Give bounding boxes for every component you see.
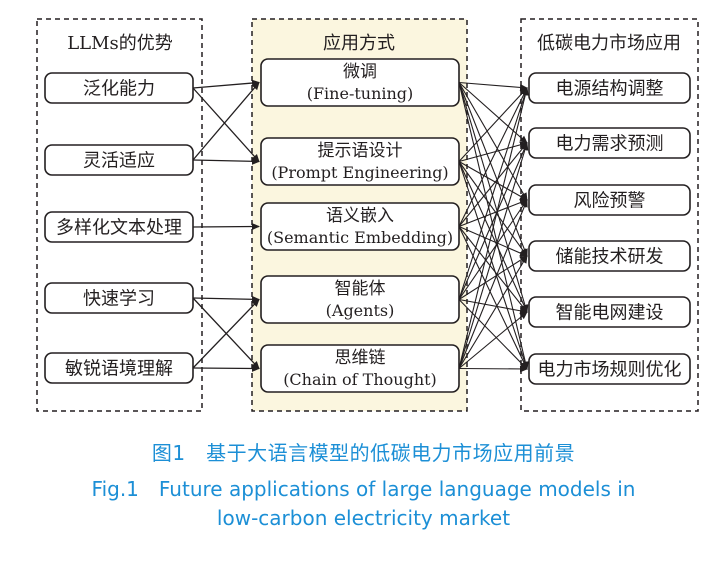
method-application-connector — [458, 142, 529, 369]
method-label-cn: 语义嵌入 — [326, 206, 394, 226]
method-application-connector — [458, 87, 529, 300]
advantage-method-connector — [192, 81, 260, 161]
application-box — [528, 127, 691, 159]
advantage-method-connector — [192, 223, 260, 231]
advantage-box — [44, 282, 194, 314]
method-application-connector — [458, 226, 528, 370]
method-application-connector — [458, 87, 529, 369]
method-application-connector — [458, 161, 528, 257]
method-application-connector — [458, 255, 528, 369]
advantage-box — [44, 211, 194, 243]
application-box — [528, 240, 691, 272]
method-label-en: (Semantic Embedding) — [267, 228, 453, 247]
method-application-connector — [458, 199, 528, 300]
method-application-connector — [458, 226, 528, 313]
method-application-connector — [458, 161, 528, 313]
method-box — [260, 137, 460, 186]
application-label: 电力市场规则优化 — [538, 360, 682, 381]
method-application-connector — [458, 82, 528, 144]
application-label: 智能电网建设 — [556, 303, 664, 324]
advantage-box — [44, 352, 194, 384]
method-application-connector — [458, 141, 528, 163]
application-box — [528, 296, 691, 328]
application-label: 电力需求预测 — [556, 134, 664, 155]
method-application-connector — [458, 225, 528, 257]
method-application-connector — [458, 142, 528, 300]
method-box — [260, 58, 460, 107]
method-application-connector — [458, 82, 528, 201]
application-box — [528, 353, 691, 385]
method-application-connector — [458, 199, 528, 228]
methods-title: 应用方式 — [323, 33, 395, 54]
advantage-method-connector — [192, 298, 260, 369]
figure-caption-en-line1: Fig.1 Future applications of large langu… — [91, 477, 636, 501]
method-application-connector — [458, 298, 528, 315]
advantage-box — [44, 72, 194, 104]
advantage-method-connector — [192, 364, 260, 372]
advantage-label: 多样化文本处理 — [56, 218, 182, 239]
method-label-en: (Agents) — [326, 301, 395, 320]
advantage-label: 泛化能力 — [83, 79, 155, 100]
application-box — [528, 72, 691, 104]
advantages-title: LLMs的优势 — [67, 33, 173, 54]
method-application-connector — [458, 311, 528, 369]
method-box — [260, 202, 460, 251]
advantage-label: 灵活适应 — [83, 151, 155, 172]
method-box — [260, 275, 460, 324]
method-box — [260, 344, 460, 393]
method-label-en: (Chain of Thought) — [283, 370, 437, 389]
method-application-connector — [458, 299, 528, 370]
method-boxes: 微调 (Fine-tuning) 提示语设计 (Prompt Engineering)… — [260, 58, 460, 393]
advantage-label: 敏锐语境理解 — [65, 359, 173, 380]
method-application-connector — [458, 255, 528, 300]
applications-title: 低碳电力市场应用 — [537, 33, 681, 54]
advantage-method-connector — [192, 79, 260, 89]
advantage-box — [44, 144, 194, 176]
method-application-connector — [458, 87, 528, 227]
method-label-cn: 思维链 — [335, 348, 386, 368]
method-application-connector — [458, 81, 528, 91]
method-application-connector — [458, 161, 529, 370]
advantage-method-connector — [192, 295, 260, 303]
application-label: 储能技术研发 — [556, 247, 664, 268]
method-application-connector — [458, 142, 528, 227]
application-label: 电源结构调整 — [556, 79, 664, 100]
application-box — [528, 184, 691, 216]
method-label-cn: 微调 — [343, 62, 377, 82]
application-label: 风险预警 — [574, 191, 646, 212]
method-label-cn: 提示语设计 — [318, 141, 403, 161]
advantage-method-connector — [192, 157, 260, 165]
figure-caption-cn: 图1 基于大语言模型的低碳电力市场应用前景 — [151, 441, 576, 465]
method-application-connector — [458, 199, 528, 369]
figure-caption-en-line2: low-carbon electricity market — [216, 506, 511, 530]
method-application-connector — [458, 365, 528, 373]
method-label-en: (Prompt Engineering) — [271, 163, 448, 182]
diagram: LLMs的优势 应用方式 低碳电力市场应用 泛化能力灵活适应多样化文本处理快速学… — [36, 18, 699, 412]
method-label-en: (Fine-tuning) — [307, 84, 414, 103]
connection-lines — [192, 79, 529, 373]
method-application-connector — [458, 161, 528, 201]
method-application-connector — [458, 87, 528, 162]
method-label-cn: 智能体 — [335, 279, 386, 299]
advantage-method-connector — [192, 87, 260, 163]
advantage-label: 快速学习 — [83, 289, 155, 310]
